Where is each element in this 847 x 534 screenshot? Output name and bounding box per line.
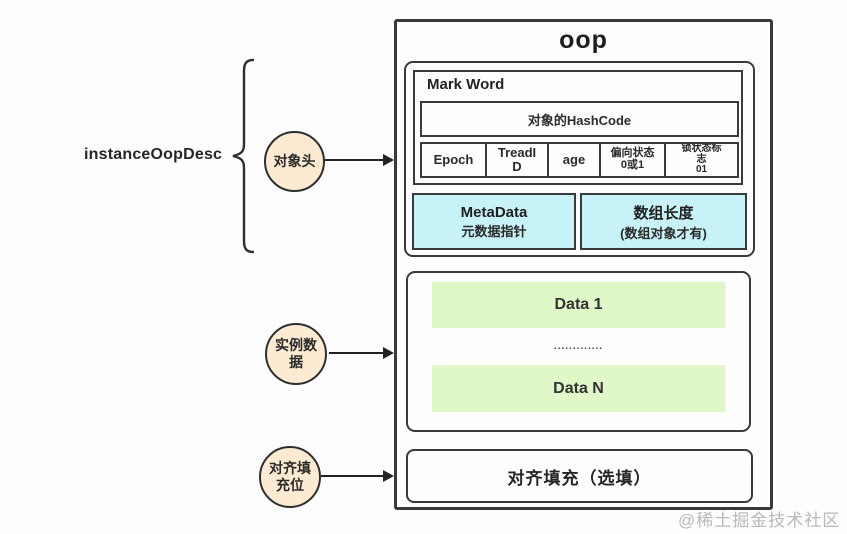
data-n-bar: Data N [432,365,725,412]
mark-word-box [413,70,743,185]
mark-word-cell-age: age [547,144,599,176]
instance-data-bubble: 实例数 据 [265,323,327,385]
oop-title: oop [559,26,608,54]
metadata-box: MetaData 元数据指针 [412,193,576,250]
padding-arrow-icon [321,470,394,482]
array-length-subtitle: (数组对象才有) [620,225,707,241]
alignment-padding-box: 对齐填充（选填） [406,449,753,503]
curly-brace-icon [232,58,255,254]
mark-word-label: Mark Word [427,76,505,93]
mark-word-cell-epoch: Epoch [433,152,474,168]
metadata-subtitle: 元数据指针 [461,223,527,239]
watermark: @稀土掘金技术社区 [678,511,841,530]
mark-word-cell-threadid: TreadI D [485,144,547,176]
mark-word-cell-bias-state: 偏向状态 0或1 [599,144,664,176]
instance-data-arrow-icon [329,347,394,359]
ellipsis-dots: ............. [553,341,604,352]
object-header-arrow-icon [325,154,394,166]
array-length-box: 数组长度 (数组对象才有) [580,193,747,250]
hashcode-box: 对象的HashCode [420,101,739,137]
mark-word-cell-lock-flag: 锁状态标 志 01 [664,144,737,176]
metadata-title: MetaData [460,203,528,221]
instance-oop-desc-label: instanceOopDesc [84,146,223,163]
data-1-bar: Data 1 [432,282,725,328]
padding-bubble: 对齐填 充位 [259,446,321,508]
object-header-bubble: 对象头 [264,131,325,192]
array-length-title: 数组长度 [633,204,694,222]
alignment-padding-label: 对齐填充（选填） [507,468,652,488]
mark-word-cell-row: Epoch TreadI D age 偏向状态 0或1 锁状态标 志 01 [420,142,739,178]
oop-box [394,19,773,510]
